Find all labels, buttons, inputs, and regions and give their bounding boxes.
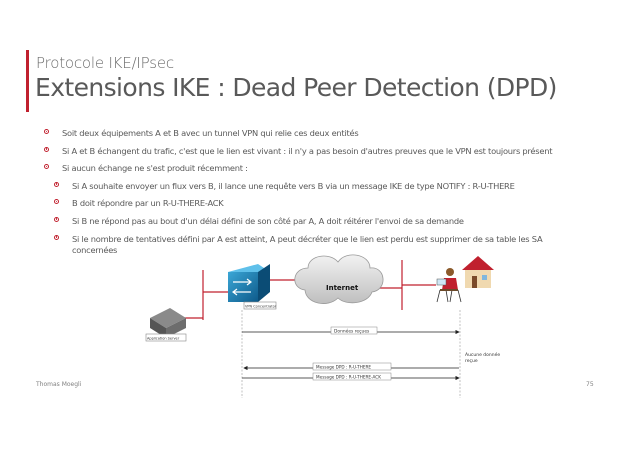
vpn-concentrator-icon xyxy=(228,264,277,310)
server-icon xyxy=(145,308,187,342)
sub-bullet-item: Si B ne répond pas au bout d'un délai dé… xyxy=(44,216,604,227)
bullet-icon xyxy=(54,199,59,205)
bullet-icon xyxy=(54,181,59,187)
sequence-timelines xyxy=(241,310,461,398)
house-icon xyxy=(462,256,494,288)
no-data-label: Aucune donnée reçue xyxy=(465,351,502,364)
remote-user-icon xyxy=(436,268,462,303)
bullet-item: Soit deux équipements A et B avec un tun… xyxy=(44,128,604,139)
slide-title: Extensions IKE : Dead Peer Detection (DP… xyxy=(35,73,557,102)
data-arrow-label-box xyxy=(330,326,378,335)
internet-cloud-icon xyxy=(294,254,384,304)
dpd-request-label: Message DPD : R-U-THERE xyxy=(316,365,371,370)
footer-author: Thomas Moegli xyxy=(36,381,82,388)
bullet-icon xyxy=(54,234,59,240)
cloud-label: Internet xyxy=(326,284,359,292)
bullet-list: Soit deux équipements A et B avec un tun… xyxy=(44,128,604,262)
dpd-request-label-box xyxy=(312,362,392,371)
dpd-ack-label: Message DPD : R-U-THERE-ACK xyxy=(316,375,381,380)
page-number: 75 xyxy=(586,381,594,388)
bullet-icon xyxy=(44,164,49,170)
bullet-icon xyxy=(54,216,59,222)
sub-bullet-item: B doit répondre par un R-U-THERE-ACK xyxy=(44,198,604,209)
server-label: Application Server xyxy=(147,337,180,341)
title-accent-bar xyxy=(26,50,29,112)
sub-bullet-item: Si le nombre de tentatives défini par A … xyxy=(44,234,572,256)
dpd-ack-label-box xyxy=(312,372,392,381)
concentrator-label: VPN Concentrator xyxy=(245,305,277,309)
slide-subtitle: Protocole IKE/IPsec xyxy=(36,54,174,72)
bullet-item: Si A et B échangent du trafic, c'est que… xyxy=(44,146,604,157)
data-arrow-label: Données reçues xyxy=(334,328,370,335)
bullet-item: Si aucun échange ne s'est produit récemm… xyxy=(44,163,604,174)
bullet-icon xyxy=(44,146,49,152)
sub-bullet-item: Si A souhaite envoyer un flux vers B, il… xyxy=(44,181,604,192)
bullet-icon xyxy=(44,129,49,134)
